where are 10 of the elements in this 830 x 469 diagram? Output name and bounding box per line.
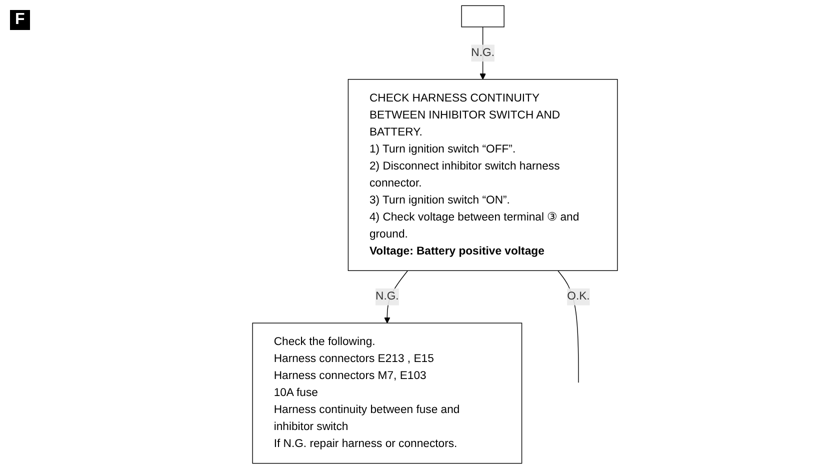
arrow	[384, 270, 408, 324]
node-box: Check the following. Harness connectors E213 , E15 Harness connectors M7, E103 10A fuse Harness continuity between fuse and inhibitor switch If N.G. repair harness or connectors.	[252, 322, 522, 464]
edge-label: N.G.	[471, 46, 494, 59]
edge-label: N.G.	[376, 290, 399, 303]
arrow	[480, 26, 486, 80]
node-box	[461, 5, 504, 28]
edge-label: O.K.	[567, 290, 590, 303]
connector	[558, 270, 579, 383]
step-marker: F	[10, 10, 30, 30]
node-box: CHECK HARNESS CONTINUITY BETWEEN INHIBITOR SWITCH AND BATTERY. 1) Turn ignition switch “OFF”. 2) Disconnect inhibitor switch harness connector. 3) Turn ignition switch “ON”. 4) Check voltage between terminal ③ and ground. Voltage: Battery positive voltage	[348, 79, 618, 271]
